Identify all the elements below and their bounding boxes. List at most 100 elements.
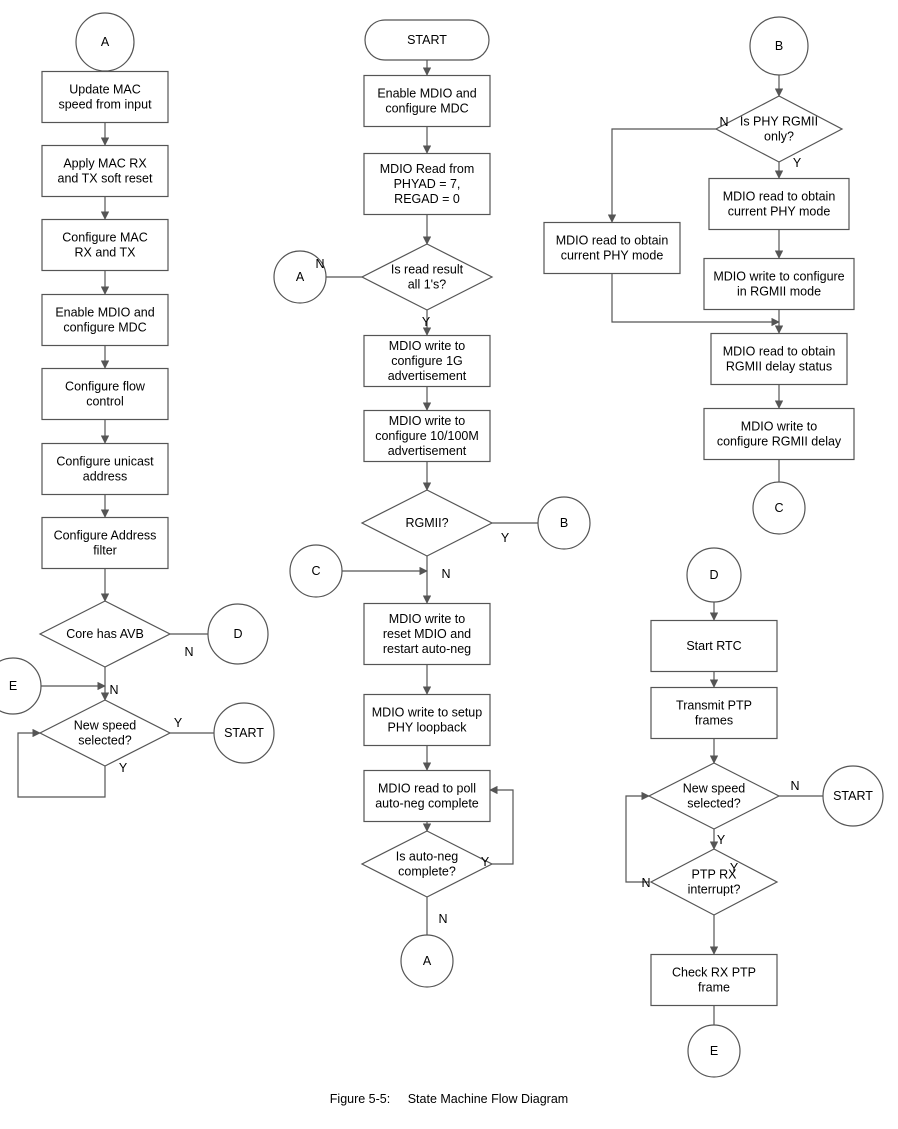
connector-arrow [611, 274, 780, 327]
node-label: RX and TX [75, 246, 137, 260]
node-circle: E [0, 657, 42, 715]
node-shape [749, 16, 809, 76]
node-label: REGAD = 0 [394, 192, 460, 206]
node-label: Configure Address [54, 529, 157, 543]
branch-label: N [315, 257, 324, 271]
node-shape [364, 19, 490, 61]
node-circle: D [686, 547, 742, 603]
node-label: all 1's? [408, 278, 447, 292]
node-label: New speed [74, 719, 137, 733]
node-shape [41, 367, 169, 421]
node-label: restart auto-neg [383, 642, 471, 656]
node-shape [400, 934, 454, 988]
node-label: Update MAC [69, 83, 141, 97]
node-label: Check RX PTP [672, 966, 756, 980]
node-label: MDIO read to obtain [723, 190, 836, 204]
node-circle: D [207, 603, 269, 665]
node-label: advertisement [388, 369, 467, 383]
branch-label: N [719, 115, 728, 129]
node-label: Enable MDIO and [55, 306, 154, 320]
node-shape [41, 442, 169, 496]
node-label: MDIO read to obtain [556, 234, 669, 248]
flow-connectors [17, 57, 839, 1039]
node-label: D [233, 627, 242, 641]
node-shape [686, 547, 742, 603]
node-shape [650, 686, 778, 740]
node-shape [363, 409, 491, 463]
node-shape [363, 693, 491, 747]
node-label: Is PHY RGMII [740, 115, 818, 129]
figure-caption: Figure 5-5: State Machine Flow Diagram [330, 1092, 568, 1106]
node-label: Configure MAC [62, 231, 147, 245]
node-label: filter [93, 544, 117, 558]
node-label: PHYAD = 7, [394, 177, 461, 191]
branch-label: Y [717, 833, 726, 847]
node-shape [41, 516, 169, 570]
node-label: PTP RX [692, 868, 738, 882]
node-label: A [423, 954, 432, 968]
node-label: configure RGMII delay [717, 435, 842, 449]
node-label: MDIO write to [389, 414, 465, 428]
node-label: complete? [398, 865, 456, 879]
node-label: C [311, 564, 320, 578]
node-shape [687, 1024, 741, 1078]
node-label: Is auto-neg [396, 850, 459, 864]
node-label: Start RTC [686, 639, 741, 653]
branch-label: N [184, 645, 193, 659]
node-shape [537, 496, 591, 550]
node-label: speed from input [58, 98, 152, 112]
node-label: current PHY mode [561, 249, 664, 263]
node-circle: A [400, 934, 454, 988]
node-decision: RGMII? [360, 489, 494, 557]
node-shape [360, 243, 494, 311]
node-shape [822, 765, 884, 827]
branch-label: Y [501, 531, 510, 545]
branch-label: Y [174, 716, 183, 730]
node-label: MDIO write to configure [713, 270, 844, 284]
node-label: E [9, 679, 17, 693]
node-shape [360, 830, 494, 898]
node-label: C [774, 501, 783, 515]
node-label: MDIO write to [741, 420, 817, 434]
node-label: START [224, 726, 264, 740]
node-shape [207, 603, 269, 665]
node-shape [650, 619, 778, 673]
caption-number: Figure 5-5: [330, 1092, 390, 1106]
node-shape [360, 489, 494, 557]
caption-title: State Machine Flow Diagram [408, 1092, 568, 1106]
node-label: address [83, 470, 127, 484]
node-circle: C [752, 481, 806, 535]
node-label: Configure unicast [56, 455, 154, 469]
node-label: MDIO read to poll [378, 782, 476, 796]
node-label: MDIO write to [389, 339, 465, 353]
node-circle: A [75, 12, 135, 72]
node-shape [0, 657, 42, 715]
node-label: MDIO write to setup [372, 706, 482, 720]
node-label: configure 1G [391, 354, 463, 368]
node-shape [543, 221, 681, 275]
branch-label: N [109, 683, 118, 697]
node-label: reset MDIO and [383, 627, 471, 641]
branch-label: Y [730, 861, 739, 875]
node-label: Apply MAC RX [63, 157, 147, 171]
node-shape [714, 95, 844, 163]
node-shape [41, 144, 169, 198]
branch-label: Y [119, 761, 128, 775]
